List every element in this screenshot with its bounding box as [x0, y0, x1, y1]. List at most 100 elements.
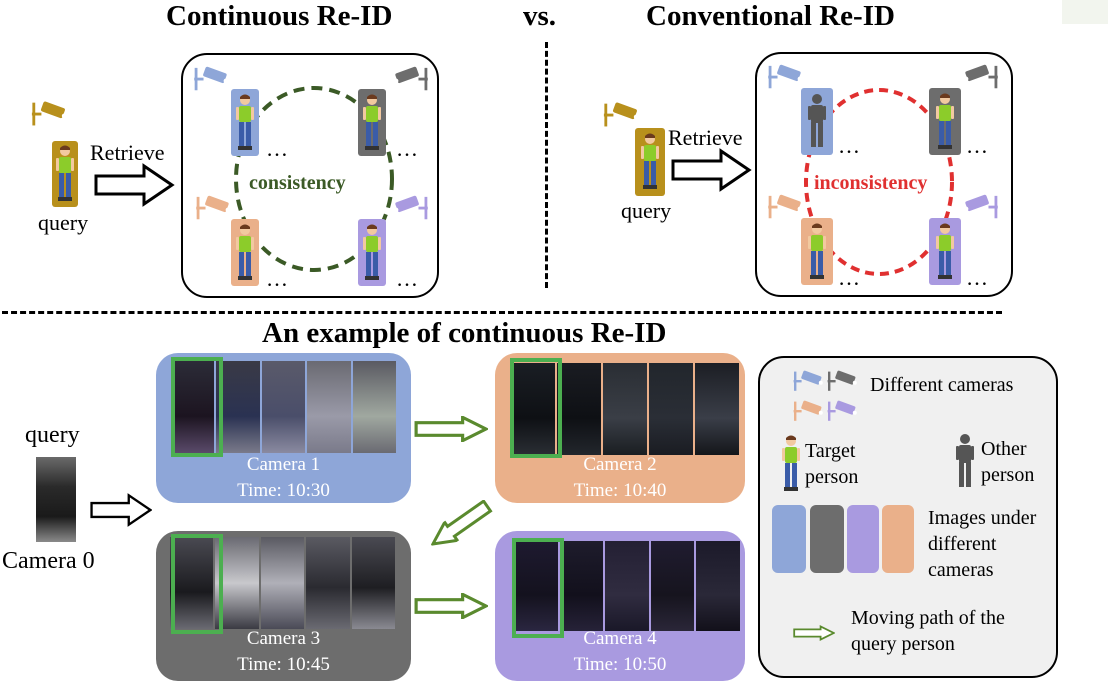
retrieve-arrow-icon [93, 163, 175, 207]
target-tile-purple [929, 218, 961, 285]
path-arrow-3-to-4 [414, 593, 488, 619]
legend-images-line-1: Images under [928, 507, 1037, 529]
camera-4-frame [650, 541, 695, 631]
query-camera-icon [30, 100, 68, 130]
camera-1-frame [307, 361, 351, 453]
query-label: query [621, 198, 672, 223]
camera-icon-gray [392, 66, 430, 94]
target-highlight-box [171, 534, 223, 634]
camera-4-name: Camera 4 [583, 628, 657, 649]
horizontal-divider [2, 311, 1002, 314]
retrieve-label: Retrieve [668, 125, 743, 150]
conventional-reid-title: Conventional Re-ID [646, 0, 895, 32]
ellipsis: … [966, 265, 988, 290]
legend-target-person-icon [781, 434, 801, 494]
query-person-tile [52, 141, 78, 207]
camera-icon-purple [392, 195, 430, 223]
camera-2-frame [603, 363, 647, 455]
legend-swatch-purple [847, 505, 879, 573]
target-person-icon [235, 93, 255, 153]
camera-3-frame [351, 537, 396, 629]
inconsistency-label: inconsistency [814, 172, 928, 194]
inconsistency-ring [804, 88, 954, 276]
legend-target-line-1: Target [805, 440, 856, 462]
camera-1-frame [352, 361, 397, 453]
camera-icon-blue [766, 64, 804, 92]
legend-moving-arrow-icon [793, 624, 835, 642]
camera-2-block: Camera 2 Time: 10:40 [495, 353, 745, 503]
legend-other-line-2: person [981, 464, 1035, 486]
query-label: query [38, 210, 89, 235]
legend-target-person: Target person [805, 438, 858, 490]
query-camera-icon [602, 101, 640, 131]
path-arrow-2-to-3 [425, 500, 495, 550]
consistency-ring [234, 86, 394, 272]
corner-patch [1062, 0, 1108, 24]
ellipsis: … [396, 266, 418, 291]
camera-1-time: Time: 10:30 [237, 480, 330, 501]
target-highlight-box [512, 538, 564, 638]
legend-swatch-orange [882, 505, 914, 573]
ellipsis: … [966, 133, 988, 158]
camera-1-frame [171, 361, 215, 453]
legend-camera-blue-icon [792, 370, 824, 394]
camera-1-strip [171, 361, 397, 453]
query-photo [36, 457, 76, 542]
conventional-panel [755, 52, 1013, 297]
camera-icon-orange [766, 194, 804, 222]
consistency-label: consistency [249, 172, 346, 194]
camera-icon-purple [962, 194, 1000, 222]
camera-2-time: Time: 10:40 [573, 480, 667, 501]
camera-2-frame [557, 363, 601, 455]
camera-4-frame [559, 541, 604, 631]
camera-4-time: Time: 10:50 [573, 654, 667, 675]
legend-target-line-2: person [805, 466, 859, 488]
target-person-icon [935, 222, 955, 282]
legend-swatch-blue [772, 505, 806, 573]
retrieve-arrow-icon [670, 148, 752, 192]
retrieve-label: Retrieve [90, 140, 165, 165]
camera-3-frame [260, 537, 305, 629]
camera-icon-blue [192, 66, 230, 94]
camera-icon-gray [962, 64, 1000, 92]
camera-1-frame [261, 361, 306, 453]
other-person-icon [807, 92, 827, 152]
camera-icon-orange [194, 195, 232, 223]
camera-3-name: Camera 3 [246, 628, 321, 649]
legend-moving-path: Moving path of the query person [851, 605, 1005, 657]
target-person-icon [235, 223, 255, 283]
camera-4-frame [605, 541, 649, 631]
camera-3-time: Time: 10:45 [237, 654, 330, 675]
camera-3-frame [306, 537, 350, 629]
target-highlight-box [171, 357, 223, 457]
vertical-divider [545, 42, 548, 288]
query-person-tile [635, 128, 665, 196]
legend-images-line-2: different [928, 533, 997, 555]
legend-different-cameras: Different cameras [870, 374, 1014, 396]
camera-2-frame [649, 363, 693, 455]
target-tile-orange [231, 219, 259, 286]
bottom-query-label: query [25, 422, 80, 448]
legend-other-line-1: Other [981, 438, 1027, 460]
legend-camera-orange-icon [792, 400, 824, 424]
target-tile-orange [801, 218, 833, 285]
legend-images-line-3: cameras [928, 559, 994, 581]
camera-3-block: Camera 3 Time: 10:45 [156, 531, 411, 681]
ellipsis: … [266, 136, 288, 161]
path-arrow-1-to-2 [414, 416, 488, 442]
legend-camera-purple-icon [826, 400, 858, 424]
ellipsis: … [266, 266, 288, 291]
ellipsis: … [396, 136, 418, 161]
camera-4-strip [514, 541, 740, 631]
legend-swatch-gray [810, 505, 844, 573]
target-person-icon [362, 93, 382, 153]
target-person-icon [362, 223, 382, 283]
legend-images: Images under different cameras [928, 505, 1036, 583]
target-person-icon [807, 222, 827, 282]
camera-4-frame [696, 541, 740, 631]
camera-4-frame [514, 541, 558, 631]
camera-1-block: Camera 1 Time: 10:30 [156, 353, 411, 503]
target-person-icon [640, 132, 660, 192]
camera-2-name: Camera 2 [583, 454, 657, 475]
legend-other-person-icon [955, 432, 975, 492]
